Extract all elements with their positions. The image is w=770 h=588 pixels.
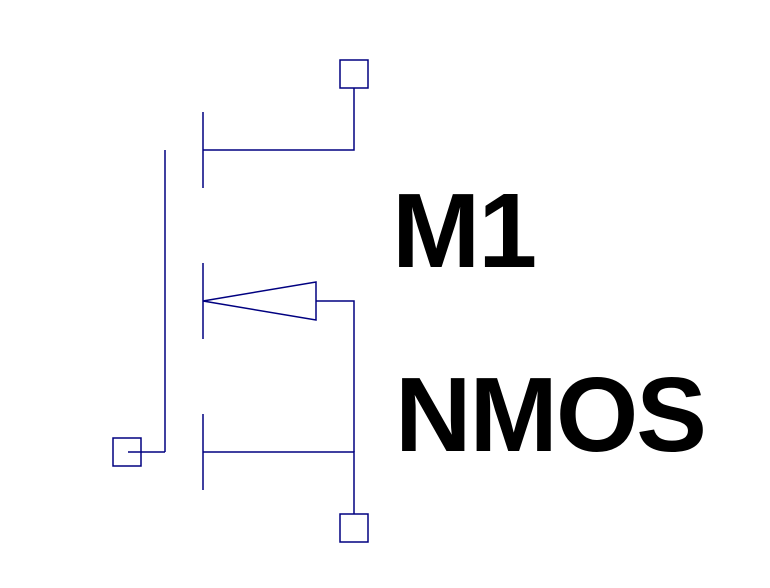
instance-name-label[interactable]: M1 [392,172,537,290]
drain-pin[interactable] [339,59,369,89]
gate-pin[interactable] [112,437,142,467]
drain-wire [203,88,355,151]
model-type-label[interactable]: NMOS [395,356,707,474]
body-wire [316,300,355,452]
source-pin[interactable] [339,513,369,543]
source-wire [203,451,355,514]
body-arrow-icon [202,281,317,321]
